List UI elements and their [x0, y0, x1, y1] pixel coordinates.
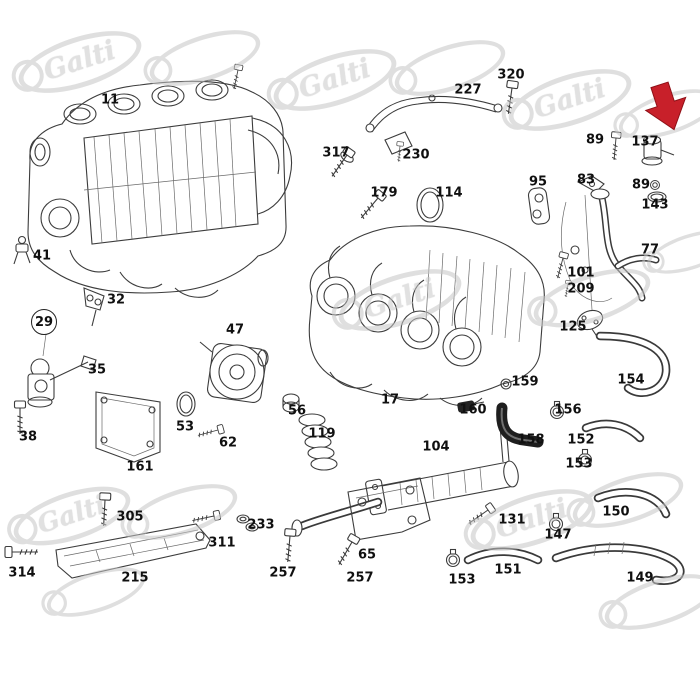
- sensor-29: [27, 333, 97, 408]
- washers-233: [236, 514, 259, 532]
- fitting-137: [641, 135, 675, 166]
- bracket-65: [347, 477, 431, 541]
- fitting-160: [457, 400, 485, 413]
- elbow-158: [496, 402, 544, 448]
- bolt-317: [327, 145, 357, 181]
- bracket-227: [365, 94, 503, 155]
- flange-125: [576, 309, 604, 339]
- air-duct-119: [298, 413, 338, 471]
- hose-150: [593, 488, 671, 519]
- egr-cooler-104: [291, 425, 519, 537]
- o-ring-114: [416, 187, 444, 223]
- connector-56: [282, 393, 300, 413]
- throttle-body-47: [199, 341, 269, 404]
- bracket-32: [83, 287, 105, 327]
- gasket-95: [527, 187, 551, 225]
- bracket-161: [95, 391, 161, 463]
- red-arrow-icon: [644, 81, 687, 131]
- bracket-83: [576, 175, 605, 311]
- heat-shield-215: [55, 523, 211, 579]
- intake-manifold-17: [308, 225, 545, 407]
- coolant-pipe-77: [560, 188, 660, 302]
- bracket-35: [80, 355, 97, 371]
- hose-151: [463, 547, 543, 565]
- hose-152: [581, 419, 645, 443]
- hose-149: [551, 541, 685, 585]
- o-ring-143: [647, 191, 667, 203]
- hose-154: [595, 331, 671, 397]
- o-ring-53: [176, 391, 196, 417]
- clip-41: [13, 235, 31, 265]
- intake-manifold-11: [27, 63, 292, 298]
